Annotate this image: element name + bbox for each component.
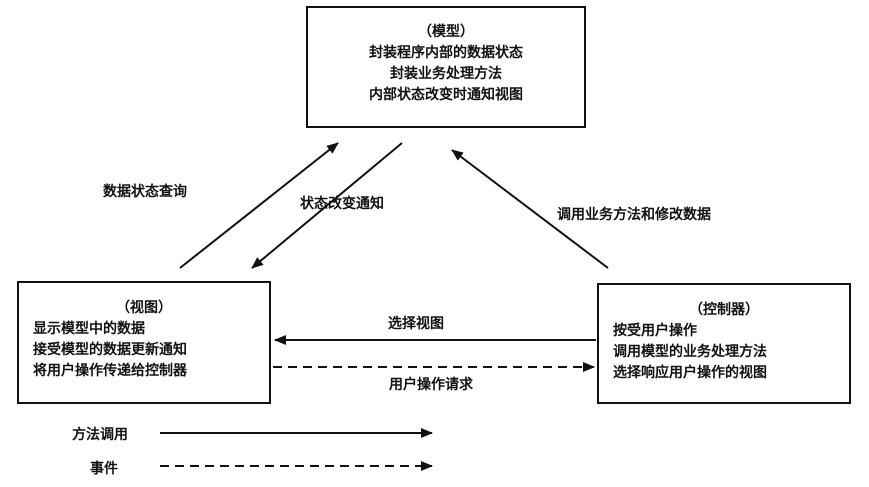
user-request-label: 用户操作请求 — [389, 377, 473, 393]
model-line-3: 内部状态改变时通知视图 — [369, 87, 523, 103]
model-title: （模型） — [418, 24, 474, 40]
model-line-2: 封装业务处理方法 — [390, 66, 502, 82]
view-line-1: 显示模型中的数据 — [33, 321, 145, 337]
controller-title: （控制器） — [689, 302, 759, 318]
view-title: （视图） — [116, 300, 172, 316]
query-label: 数据状态查询 — [103, 184, 187, 200]
view-line-3: 将用户操作传递给控制器 — [33, 363, 187, 379]
legend-method-label: 方法调用 — [72, 427, 128, 443]
model-line-1: 封装程序内部的数据状态 — [369, 45, 523, 61]
arrow-notify-model-to-view — [251, 142, 403, 269]
arrow-invoke-controller-to-model — [451, 149, 609, 269]
arrow-query-view-to-model — [179, 142, 339, 269]
view-line-2: 接受模型的数据更新通知 — [33, 342, 187, 358]
invoke-label: 调用业务方法和修改数据 — [557, 207, 711, 223]
model-box: （模型） 封装程序内部的数据状态 封装业务处理方法 内部状态改变时通知视图 — [306, 6, 586, 128]
notify-label: 状态改变通知 — [300, 196, 384, 212]
controller-line-2: 调用模型的业务处理方法 — [613, 344, 767, 360]
controller-line-3: 选择响应用户操作的视图 — [613, 365, 767, 381]
controller-line-1: 按受用户操作 — [613, 323, 697, 339]
view-box: （视图） 显示模型中的数据 接受模型的数据更新通知 将用户操作传递给控制器 — [17, 281, 271, 404]
controller-box: （控制器） 按受用户操作 调用模型的业务处理方法 选择响应用户操作的视图 — [597, 283, 851, 404]
select-view-label: 选择视图 — [388, 316, 444, 332]
legend-event-label: 事件 — [90, 461, 118, 477]
